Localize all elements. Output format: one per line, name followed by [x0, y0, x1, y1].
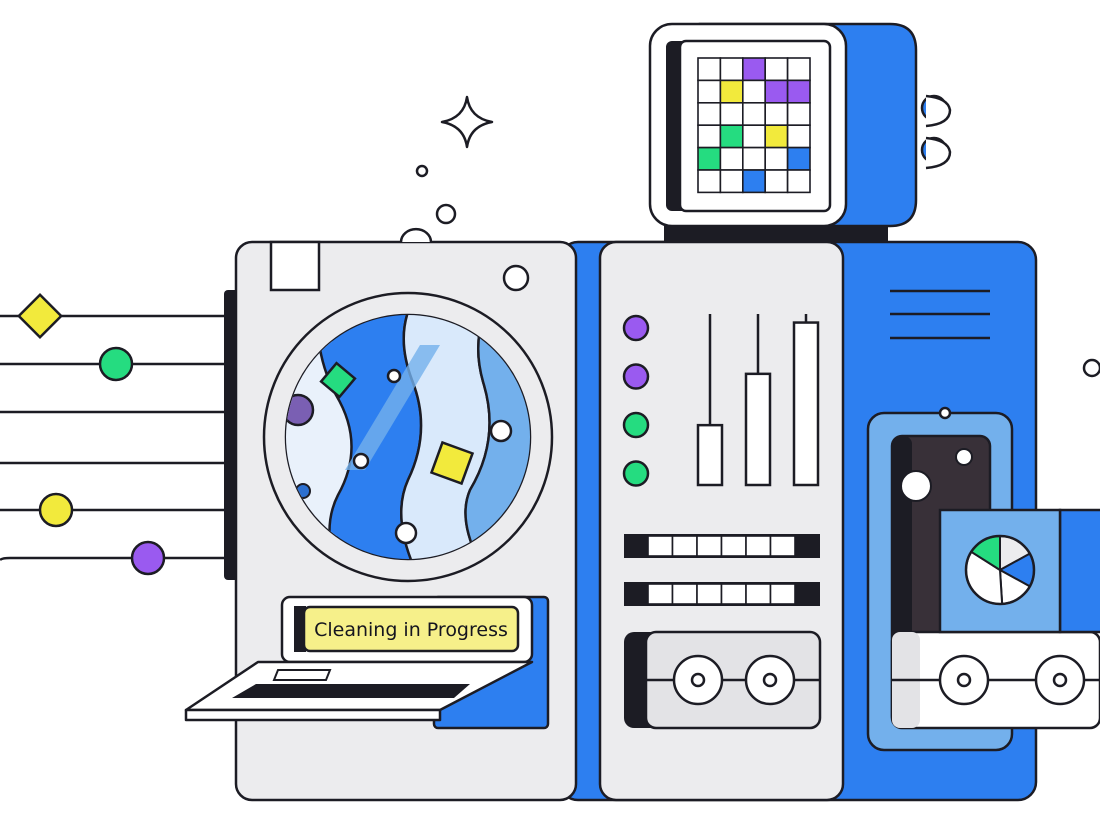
grid-cell	[697, 124, 722, 149]
circle-node	[98, 346, 134, 382]
input-nodes	[17, 293, 166, 576]
grid-cell	[719, 102, 744, 127]
grid-cell	[786, 57, 811, 82]
tape-cell	[696, 535, 723, 557]
reel-icon	[938, 654, 990, 706]
circle-node	[38, 492, 74, 528]
tape-cell	[720, 583, 747, 605]
grid-cell	[697, 146, 722, 171]
bubble	[1082, 358, 1100, 378]
tape-cell	[696, 583, 723, 605]
indicator-light	[622, 411, 650, 439]
tape-cell	[769, 535, 796, 557]
grid-cell	[786, 79, 811, 104]
sliders	[696, 314, 820, 487]
reel-icon	[672, 654, 724, 706]
grid-cell	[741, 79, 766, 104]
tape-cell	[647, 583, 674, 605]
grid-cell	[786, 146, 811, 171]
grid-cell	[786, 169, 811, 194]
indicator-light	[622, 363, 650, 390]
vent-lines	[890, 289, 990, 340]
tape-cell	[671, 583, 698, 605]
laptop: Cleaning in Progress	[184, 595, 550, 730]
indicator-light	[622, 314, 650, 342]
grid-cell	[719, 146, 744, 171]
grid-cell	[764, 102, 789, 127]
pie-outline	[964, 534, 1036, 606]
grid-cell	[719, 169, 744, 194]
conveyor-module	[866, 406, 1100, 752]
diamond-node	[17, 293, 63, 339]
tape-cell	[769, 583, 796, 605]
grid-cell	[741, 169, 766, 194]
washing-machine-drum	[262, 291, 554, 583]
status-label: Cleaning in Progress	[314, 619, 508, 641]
tape-cell	[647, 535, 674, 557]
grid-cell	[764, 57, 789, 82]
indicator-lights	[622, 314, 650, 487]
input-lines	[0, 314, 225, 561]
grid-cell	[741, 124, 766, 149]
tape-cell	[720, 535, 747, 557]
grid-cell	[741, 102, 766, 127]
tape-cell	[745, 535, 772, 557]
slider-bar	[744, 372, 772, 487]
grid-cell	[786, 102, 811, 127]
slider-bar	[696, 423, 724, 487]
monitor-grid	[697, 57, 811, 194]
sparkle-icon	[440, 95, 494, 149]
tape-cell	[745, 583, 772, 605]
cassette-unit	[624, 630, 822, 730]
washer-detergent-slot	[269, 240, 321, 292]
indicator-light	[622, 460, 650, 487]
bubble	[415, 164, 429, 178]
grid-cell	[764, 146, 789, 171]
washer-button	[502, 264, 530, 292]
grid-cell	[697, 169, 722, 194]
grid-cell	[719, 124, 744, 149]
grid-cell	[697, 102, 722, 127]
grid-cell	[764, 79, 789, 104]
input-line	[0, 556, 225, 561]
slider-bar	[792, 321, 820, 487]
grid-cell	[719, 57, 744, 82]
grid-cell	[697, 79, 722, 104]
grid-cell	[741, 146, 766, 171]
grid-cell	[741, 57, 766, 82]
circle-node	[130, 540, 166, 576]
bubble	[435, 203, 457, 225]
tape-cell	[671, 535, 698, 557]
grid-cell	[786, 124, 811, 149]
reel-icon	[744, 654, 796, 706]
grid-cell	[719, 79, 744, 104]
progress-tapes	[624, 534, 820, 606]
grid-cell	[764, 169, 789, 194]
pie-chart-icon	[964, 534, 1036, 606]
status-label-box	[302, 605, 520, 653]
grid-cell	[697, 57, 722, 82]
grid-monitor	[648, 22, 952, 246]
reel-icon	[1034, 654, 1086, 706]
grid-cell	[764, 124, 789, 149]
